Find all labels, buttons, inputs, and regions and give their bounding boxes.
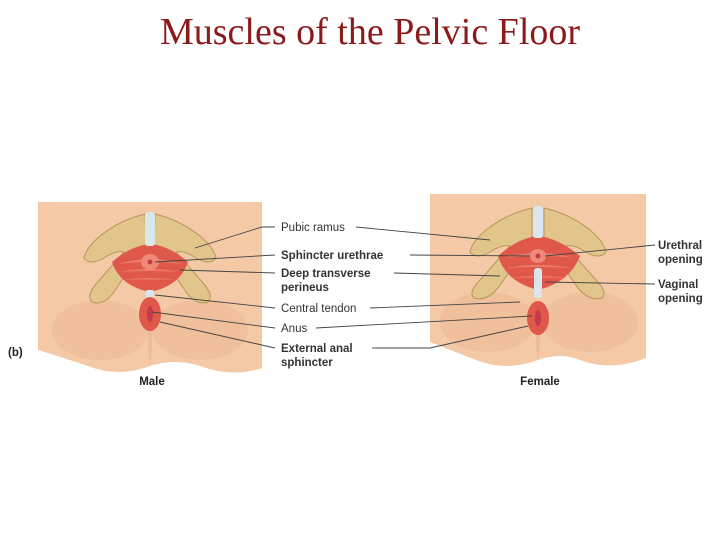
leader-central-tendon — [154, 294, 276, 309]
female-pubic-symphysis — [533, 206, 543, 238]
male-caption: Male — [139, 376, 165, 388]
female-pubic-ramus-right — [543, 207, 607, 300]
male-illustration — [38, 202, 262, 373]
label-urethral-line2: opening — [658, 254, 703, 266]
female-muscle-fibers — [504, 253, 574, 278]
leader-external-anal-female — [372, 325, 529, 349]
female-illustration — [430, 194, 646, 366]
female-vaginal-opening — [534, 268, 542, 298]
male-anus — [147, 306, 153, 322]
leader-vaginal-opening — [544, 281, 656, 285]
male-buttock-left — [52, 300, 148, 360]
leader-lines — [151, 226, 656, 349]
leader-pubic-ramus-female — [355, 226, 491, 241]
female-pubic-ramus-left — [469, 207, 533, 300]
center-labels: Pubic ramus Sphincter urethrae Deep tran… — [281, 222, 383, 369]
male-pubic-symphysis — [145, 212, 155, 246]
slide-title: Muscles of the Pelvic Floor — [159, 11, 581, 53]
female-caption: Female — [520, 376, 560, 388]
label-vaginal-line2: opening — [658, 293, 703, 305]
male-pubic-ramus-left — [83, 213, 147, 304]
leader-sphincter-urethrae — [154, 254, 276, 263]
female-anus — [535, 310, 541, 326]
label-anus: Anus — [281, 323, 307, 335]
label-central-tendon: Central tendon — [281, 303, 356, 315]
label-deep-transverse-line1: Deep transverse — [281, 268, 371, 280]
leader-central-tendon-female — [369, 301, 521, 309]
female-buttock-left — [440, 292, 536, 352]
label-vaginal-line1: Vaginal — [658, 279, 698, 291]
label-pubic-ramus: Pubic ramus — [281, 222, 345, 234]
leader-deep-transverse-female — [393, 272, 501, 277]
label-sphincter-urethrae: Sphincter urethrae — [281, 250, 383, 262]
female-urethral-opening — [535, 253, 541, 259]
male-urethra — [147, 259, 153, 265]
leader-sphincter-urethrae-female — [409, 254, 531, 257]
label-external-anal-line1: External anal — [281, 343, 353, 355]
male-buttock-right — [152, 300, 248, 360]
female-deep-transverse-perineus — [498, 236, 580, 290]
label-deep-transverse-line2: perineus — [281, 282, 329, 294]
label-external-anal-line2: sphincter — [281, 357, 333, 369]
leader-deep-transverse — [179, 269, 276, 274]
label-urethral-line1: Urethral — [658, 240, 702, 252]
leader-anus-female — [315, 315, 533, 329]
leader-anus — [151, 311, 276, 329]
leader-urethral-opening — [544, 244, 656, 257]
female-buttock-right — [542, 292, 638, 352]
leader-external-anal — [159, 321, 276, 349]
leader-pubic-ramus — [194, 226, 275, 249]
right-labels: Urethral opening Vaginal opening — [658, 240, 703, 305]
panel-label: (b) — [8, 347, 23, 359]
